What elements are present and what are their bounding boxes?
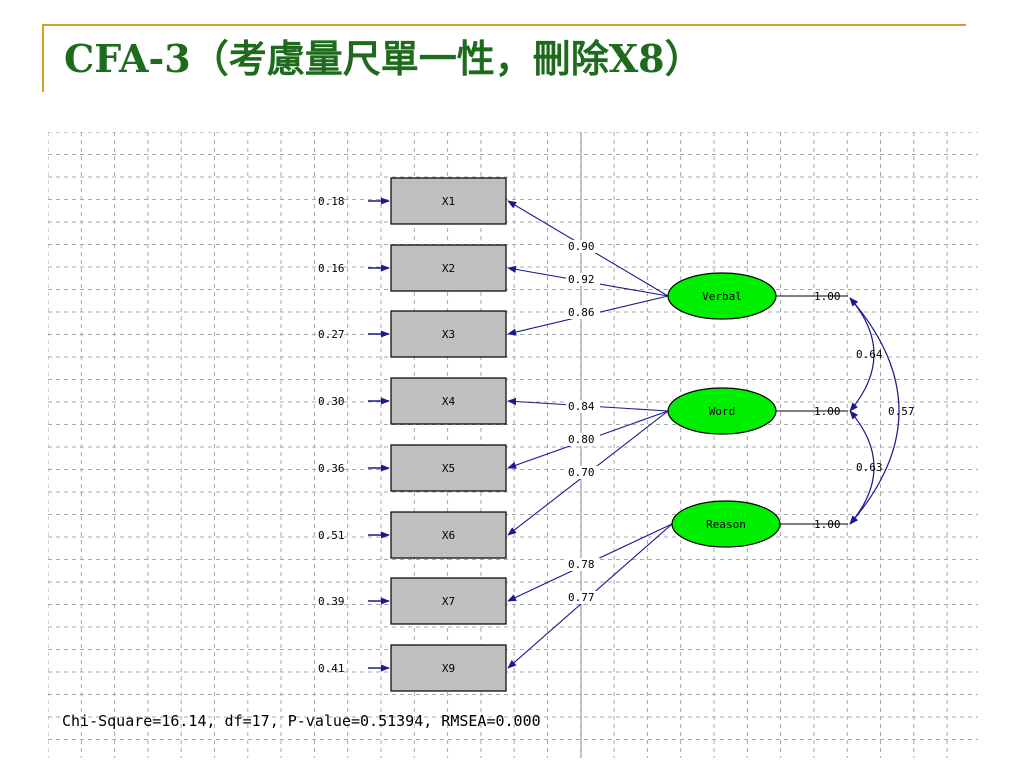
error-variance-x6: 0.51 (318, 529, 345, 542)
loading-label-x4: 0.84 (568, 400, 595, 413)
indicator-box-x2 (390, 244, 507, 292)
correlation-label-word-reason: 0.63 (856, 461, 883, 474)
indicator-label-x2: X2 (442, 262, 455, 275)
title-bar: CFA-3（考慮量尺單一性，刪除X8） (42, 24, 966, 92)
indicator-label-x5: X5 (442, 462, 455, 475)
error-variance-x7: 0.39 (318, 595, 345, 608)
factor-label-verbal: Verbal (702, 290, 742, 303)
indicator-box-x3 (390, 310, 507, 358)
correlation-label-verbal-reason: 0.57 (888, 405, 915, 418)
nodes (390, 177, 781, 692)
factor-label-word: Word (709, 405, 736, 418)
loading-label-x1: 0.90 (568, 240, 595, 253)
indicator-label-x9: X9 (442, 662, 455, 675)
loading-label-bg-x7 (566, 558, 600, 571)
indicator-box-x7 (390, 577, 507, 625)
loading-label-x9: 0.77 (568, 591, 595, 604)
fit-statistics: Chi-Square=16.14, df=17, P-value=0.51394… (62, 712, 541, 730)
indicator-box-x5 (390, 444, 507, 492)
factor-variance-reason: 1.00 (814, 518, 841, 531)
factor-ellipse-word (667, 387, 777, 435)
correlation-arc-verbal-reason (849, 297, 900, 525)
factor-ellipse-verbal (667, 272, 777, 320)
error-variance-x9: 0.41 (318, 662, 345, 675)
loading-label-bg-x1 (566, 240, 600, 253)
correlation-label-verbal-word: 0.64 (856, 348, 883, 361)
loading-label-bg-x9 (566, 591, 600, 604)
factor-label-reason: Reason (706, 518, 746, 531)
factor-ellipse-reason (671, 500, 781, 548)
loading-label-x2: 0.92 (568, 273, 595, 286)
factor-variance-verbal: 1.00 (814, 290, 841, 303)
loading-label-bg-x4 (566, 400, 600, 413)
loading-label-bg-x3 (566, 306, 600, 319)
loading-label-bg-x5 (566, 433, 600, 446)
indicator-label-x6: X6 (442, 529, 455, 542)
indicator-box-x6 (390, 511, 507, 559)
error-variance-x1: 0.18 (318, 195, 345, 208)
loading-label-x5: 0.80 (568, 433, 595, 446)
error-variance-x5: 0.36 (318, 462, 345, 475)
error-variance-x4: 0.30 (318, 395, 345, 408)
error-variance-x3: 0.27 (318, 328, 345, 341)
indicator-label-x3: X3 (442, 328, 455, 341)
loading-label-x3: 0.86 (568, 306, 595, 319)
indicator-label-x7: X7 (442, 595, 455, 608)
correlation-arc-word-reason (849, 410, 875, 525)
loading-label-bg-x6 (566, 466, 600, 479)
error-variance-x2: 0.16 (318, 262, 345, 275)
indicator-box-x9 (390, 644, 507, 692)
loading-label-x7: 0.78 (568, 558, 595, 571)
correlation-arc-verbal-word (849, 297, 875, 412)
indicator-label-x1: X1 (442, 195, 455, 208)
indicator-label-x4: X4 (442, 395, 456, 408)
loading-label-bg-x2 (566, 273, 600, 286)
loading-label-x6: 0.70 (568, 466, 595, 479)
indicator-box-x4 (390, 377, 507, 425)
slide-title: CFA-3（考慮量尺單一性，刪除X8） (64, 36, 703, 81)
factor-variance-word: 1.00 (814, 405, 841, 418)
indicator-box-x1 (390, 177, 507, 225)
